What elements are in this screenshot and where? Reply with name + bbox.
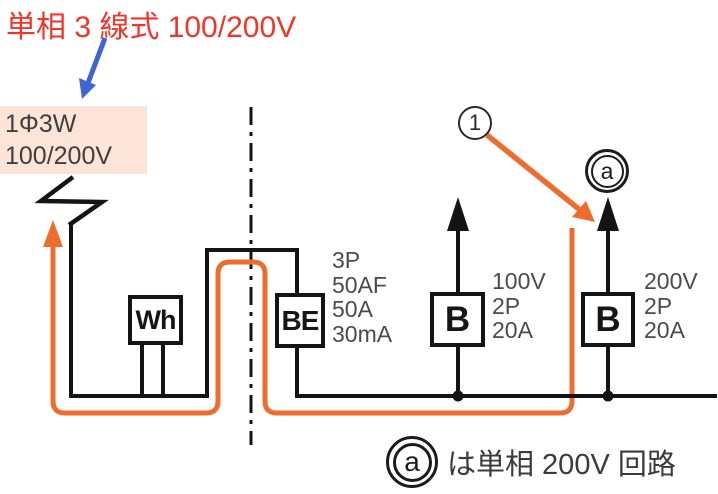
callout-1-arrowhead (572, 201, 595, 222)
supply-wire-left (69, 223, 299, 398)
spec-line: 200V (644, 268, 698, 294)
spec-line: 20A (644, 317, 685, 343)
highlight-wire-arrowhead (43, 220, 63, 247)
spec-line: 3P (332, 247, 361, 273)
junction-dot-100v (452, 390, 464, 402)
highlight-200v-wire (50, 228, 575, 416)
spec-line: 50AF (332, 271, 387, 298)
diagram-title: 単相 3 線式 100/200V (6, 11, 297, 44)
branch-breaker-100v-box: B (430, 292, 485, 347)
watt-hour-meter-box: Wh (128, 295, 183, 345)
source-spec-line2: 100/200V (5, 142, 113, 170)
spec-line: 100V (492, 268, 546, 294)
branch-breaker-100v-label: B (444, 299, 471, 339)
watt-hour-meter-label: Wh (135, 304, 177, 335)
footnote: a は単相 200V 回路 (386, 436, 676, 488)
callout-1-number: 1 (468, 110, 482, 135)
branch-100v-arrowhead (447, 197, 469, 231)
spec-line: 2P (492, 292, 521, 319)
load-bus-wire (295, 347, 717, 398)
callout-1-marker: 1 (458, 106, 492, 140)
junction-dot-200v (602, 390, 614, 402)
footnote-circuit-a-symbol: a (386, 436, 438, 488)
title-arrowhead (79, 78, 96, 99)
earth-leakage-breaker-label: BE (281, 304, 320, 336)
footnote-text: は単相 200V 回路 (447, 449, 676, 481)
circuit-a-marker: a (585, 149, 629, 193)
callout-1-arrow (485, 132, 582, 213)
branch-breaker-200v-box: B (581, 292, 635, 347)
circuit-a-letter: a (590, 154, 624, 188)
source-spec-box: 1Φ3W 100/200V (0, 106, 147, 174)
spec-line: 2P (644, 292, 673, 319)
meter-leads (140, 345, 165, 394)
spec-line: 20A (492, 317, 533, 343)
branch-200v-specs: 200V 2P 20A (644, 269, 698, 343)
spec-line: 50A (332, 296, 373, 322)
spec-line: 30mA (332, 320, 393, 347)
title-arrow (85, 37, 108, 84)
footnote-circuit-a-letter: a (392, 442, 432, 482)
service-drop-symbol (34, 175, 109, 227)
branch-breaker-200v-label: B (595, 299, 621, 339)
earth-leakage-breaker-box: BE (275, 293, 325, 348)
main-breaker-specs: 3P 50AF 50A 30mA (332, 248, 392, 346)
branch-200v-arrowhead (597, 197, 619, 231)
branch-100v-specs: 100V 2P 20A (492, 269, 546, 343)
source-spec-line1: 1Φ3W (5, 110, 77, 138)
